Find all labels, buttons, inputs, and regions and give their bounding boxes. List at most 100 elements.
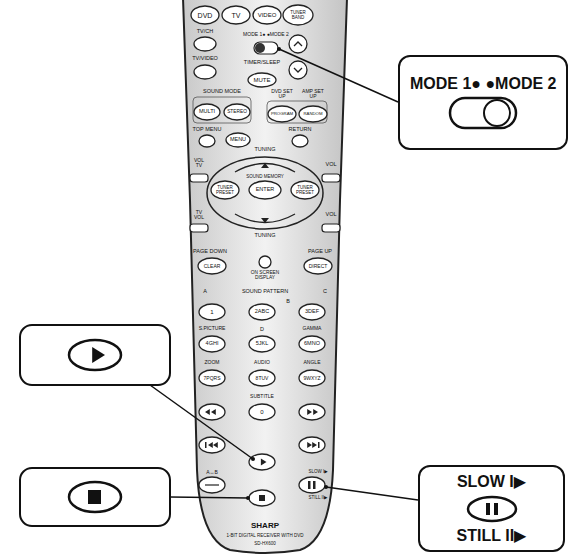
play-callout-icon bbox=[69, 340, 121, 370]
remote-button bbox=[299, 437, 325, 453]
remote-button bbox=[249, 454, 275, 470]
button-label: SD-HX600 bbox=[254, 542, 276, 547]
arrow-glyph bbox=[294, 68, 302, 72]
remote-button bbox=[199, 404, 225, 420]
remote-button bbox=[199, 477, 225, 493]
play-callout bbox=[20, 325, 170, 385]
remote-button bbox=[249, 404, 275, 420]
icon-part bbox=[468, 497, 516, 521]
button-label: TV bbox=[232, 12, 241, 19]
button-label: SOUND PATTERN bbox=[242, 289, 288, 295]
button-label: SLOW I▶ bbox=[308, 470, 327, 475]
button-label: PROGRAM bbox=[271, 112, 293, 116]
icon-part bbox=[484, 100, 510, 126]
button-label: RETURN bbox=[289, 127, 312, 133]
button-label: TUNING bbox=[254, 233, 275, 239]
remote-button bbox=[249, 304, 275, 320]
button-label: TUNER PRESET bbox=[214, 186, 236, 195]
remote-button bbox=[194, 37, 216, 51]
forward-glyph bbox=[307, 409, 318, 415]
button-label: TUNER BAND bbox=[287, 11, 309, 20]
button-label: SOUND MODE bbox=[203, 89, 241, 95]
button-label: 1 bbox=[210, 309, 213, 315]
remote-button bbox=[226, 133, 250, 147]
channel-button bbox=[289, 61, 307, 79]
remote-buttons bbox=[191, 5, 332, 506]
button-label: PAGE DOWN bbox=[193, 249, 227, 255]
leader-line bbox=[170, 497, 248, 498]
button-label: 1-BIT DIGITAL RECEIVER WITH DVD bbox=[227, 534, 304, 539]
nav-up bbox=[235, 164, 295, 173]
remote-body bbox=[183, 0, 347, 553]
setup-frame bbox=[267, 101, 327, 123]
volume-key bbox=[190, 174, 208, 182]
button-label: 5JKL bbox=[256, 341, 269, 347]
button-label: DVD bbox=[198, 12, 213, 19]
button-label: 8TUV bbox=[256, 376, 269, 381]
switch-icon bbox=[448, 96, 518, 130]
remote-button bbox=[248, 73, 276, 87]
remote-button bbox=[199, 336, 225, 352]
remote-button bbox=[249, 490, 275, 506]
nav-down bbox=[235, 214, 295, 223]
stop-icon bbox=[88, 490, 101, 504]
leader-dot bbox=[246, 496, 250, 500]
ab-glyph bbox=[205, 484, 219, 485]
button-label: VIDEO bbox=[258, 12, 277, 18]
nav-up-glyph bbox=[261, 163, 269, 168]
button-label: MODE 1● ●MODE 2 bbox=[243, 32, 289, 37]
stop-callout bbox=[20, 468, 170, 526]
leader-line bbox=[150, 385, 253, 459]
button-label: 7PQRS bbox=[204, 376, 221, 381]
leader-dot bbox=[251, 457, 255, 461]
button-label: MUTE bbox=[254, 77, 271, 83]
nav-ring bbox=[207, 157, 323, 229]
button-label: D bbox=[260, 327, 264, 333]
button-label: S.PICTURE bbox=[199, 326, 226, 331]
sound-mode-frame bbox=[193, 97, 251, 123]
button-label: CLEAR bbox=[204, 264, 221, 269]
remote-button bbox=[253, 6, 281, 24]
mode-switch-knob bbox=[255, 43, 265, 53]
remote-button bbox=[268, 106, 296, 122]
button-label: VOL TV bbox=[192, 158, 206, 168]
button-label: 3DEF bbox=[305, 309, 319, 315]
button-label: TV/CH bbox=[197, 29, 214, 35]
button-label: A↔B bbox=[206, 470, 218, 475]
button-label: 6MNO bbox=[304, 341, 320, 347]
remote-button bbox=[299, 370, 325, 386]
volume-key bbox=[322, 224, 340, 232]
stop-glyph bbox=[259, 495, 265, 501]
callout-box: SLOW I▶STILL II▶ bbox=[418, 465, 565, 552]
pause-icon bbox=[466, 495, 518, 523]
button-label: B bbox=[286, 299, 290, 305]
nav-down-glyph bbox=[261, 218, 269, 223]
button-label: A bbox=[203, 289, 207, 295]
button-label: SHARP bbox=[251, 522, 279, 530]
remote-button bbox=[199, 304, 225, 320]
button-label: 4GHI bbox=[206, 341, 219, 347]
remote-button bbox=[304, 258, 332, 274]
button-label: TUNER PRESET bbox=[294, 186, 316, 195]
remote-button bbox=[224, 104, 250, 120]
volume-key bbox=[322, 174, 340, 182]
button-label: STILL II▶ bbox=[308, 496, 327, 501]
remote-button bbox=[211, 181, 239, 199]
button-label: MENU bbox=[230, 137, 246, 143]
button-label: RANDOM bbox=[303, 112, 322, 116]
remote-button bbox=[194, 65, 216, 79]
button-label: TUNING bbox=[254, 147, 275, 153]
callout-text: MODE 1● ●MODE 2 bbox=[410, 75, 556, 93]
button-label: TV/VIDEO bbox=[192, 56, 218, 62]
leader-lines bbox=[150, 49, 418, 500]
button-label: 0 bbox=[260, 409, 263, 415]
remote-button bbox=[199, 135, 215, 147]
remote-button bbox=[299, 106, 327, 122]
remote-button bbox=[199, 437, 225, 453]
remote-button bbox=[299, 336, 325, 352]
remote-button bbox=[299, 404, 325, 420]
button-label: GAMMA bbox=[303, 326, 322, 331]
channel-button bbox=[289, 35, 307, 53]
pause-glyph bbox=[308, 481, 316, 489]
leader-dot bbox=[277, 47, 281, 51]
